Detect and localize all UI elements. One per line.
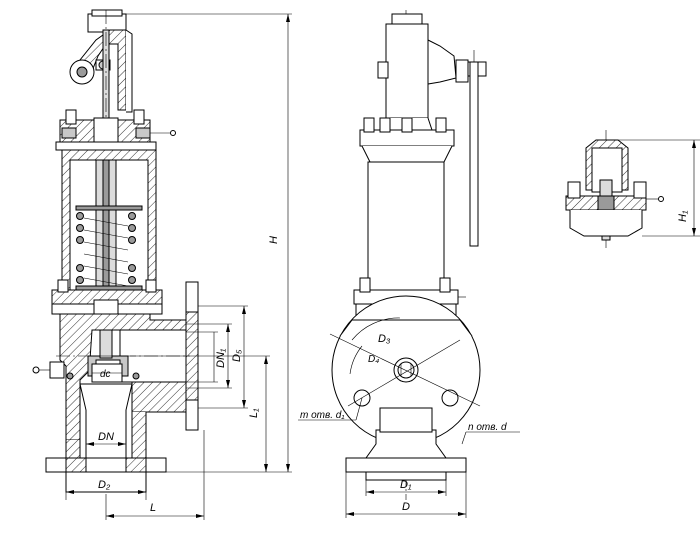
label-holes-d1: m отв. d₁ (300, 410, 345, 421)
spring-coils (75, 205, 143, 291)
label-H1: H₁ (677, 210, 689, 222)
lever-boss (427, 39, 457, 85)
label-D: D (402, 501, 410, 513)
label-dc: dс (100, 369, 111, 380)
label-D3: D₃ (378, 333, 391, 345)
side-dimensions (298, 397, 520, 518)
label-DN1: DN₁ (215, 348, 227, 368)
label-D1: D₁ (400, 479, 412, 491)
side-spring-housing (367, 161, 445, 291)
side-inlet-flange (345, 457, 467, 473)
label-DN: DN (98, 431, 114, 443)
label-D4: D₄ (368, 354, 379, 365)
section-dimensions (65, 13, 292, 520)
label-D2: D₂ (98, 479, 111, 491)
side-view (298, 10, 520, 518)
dimension-labels: H L₁ D₅ DN₁ dс DN D₂ L D₃ D₄ m отв. d₁ n… (98, 210, 689, 514)
label-H: H (268, 236, 280, 244)
label-L1: L₁ (248, 408, 260, 418)
lever-rod (469, 61, 479, 247)
label-D5: D₅ (231, 349, 243, 362)
top-cap (87, 13, 127, 33)
flange-hole-right (441, 389, 459, 407)
section-view (32, 9, 292, 520)
label-L: L (150, 502, 156, 514)
label-holes-d: n отв. d (468, 422, 507, 433)
cap-detail-view (565, 130, 700, 248)
inlet-nozzle (79, 383, 133, 463)
